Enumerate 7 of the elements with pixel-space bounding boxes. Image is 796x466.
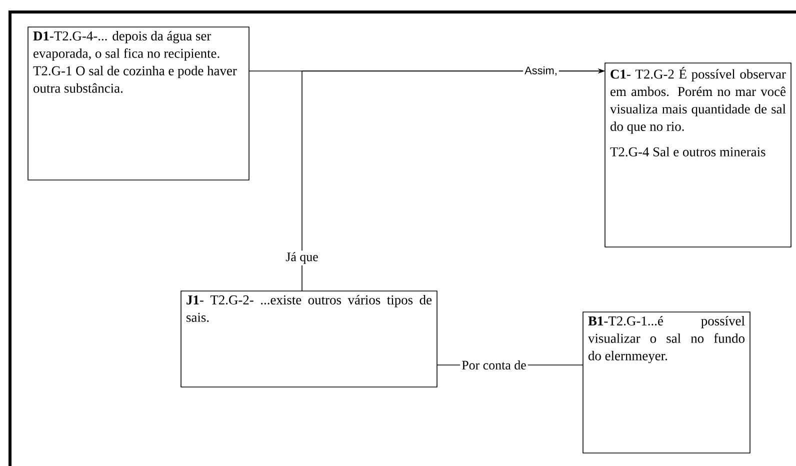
edge-label: Assim, bbox=[523, 64, 559, 78]
text-box: J1- T2.G-2- ...existe outros vários tipos de sais. bbox=[180, 290, 438, 388]
text-box: D1-T2.G-4-... depois da água ser evaporada, o sal fica no recipiente. T2.G-1 O sal de cozinha e pode haver outra substância. bbox=[28, 26, 250, 180]
text-box: B1-T2.G-1...é possível visualizar o sal no fundo do elernmeyer. bbox=[582, 312, 750, 454]
text-box: C1- T2.G-2 É possível observar em ambos. Porém no mar você visualiza mais quantidade de sal do que no rio. T2.G-4 Sal e outros minerais bbox=[604, 62, 792, 248]
edge-label: Por conta de bbox=[460, 358, 528, 372]
edge-label: Já que bbox=[284, 250, 320, 266]
